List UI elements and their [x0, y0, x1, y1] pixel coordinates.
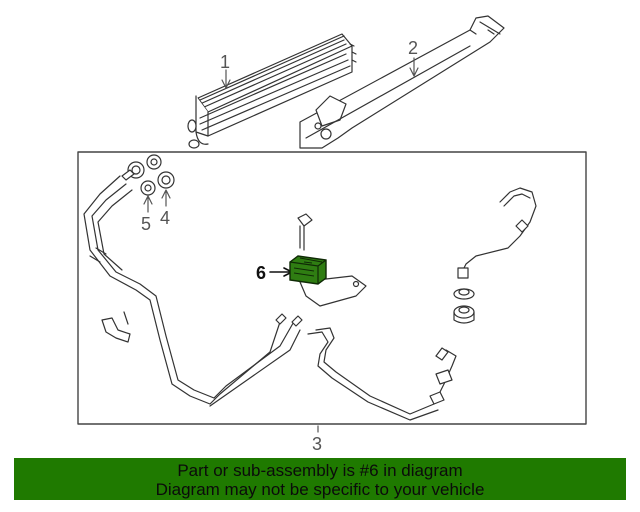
leader-4	[161, 189, 171, 207]
callout-3: 3	[312, 434, 322, 454]
banner-line-1: Part or sub-assembly is #6 in diagram	[177, 461, 463, 480]
part-3-return-line[interactable]	[307, 327, 457, 421]
callout-1: 1	[220, 52, 230, 72]
banner-line-2: Diagram may not be specific to your vehi…	[155, 480, 485, 499]
callout-2: 2	[408, 38, 418, 58]
callout-4: 4	[160, 208, 170, 228]
leader-1	[221, 69, 231, 89]
part-3-cooler-lines-right[interactable]	[453, 187, 537, 324]
part-2-bracket[interactable]	[299, 15, 505, 149]
part-4-fitting[interactable]	[146, 154, 175, 189]
leader-2	[409, 57, 419, 77]
part-1-oil-cooler[interactable]	[187, 33, 357, 149]
callout-5: 5	[141, 214, 151, 234]
leader-6	[269, 267, 293, 277]
leader-5	[143, 195, 153, 213]
part-3-cooler-lines-left[interactable]	[83, 169, 303, 407]
bolt	[297, 213, 313, 251]
part-6-highlighted[interactable]	[289, 255, 327, 285]
assembly-3-frame	[77, 151, 587, 425]
info-banner: Part or sub-assembly is #6 in diagram Di…	[14, 458, 626, 500]
callout-6: 6	[256, 263, 266, 283]
